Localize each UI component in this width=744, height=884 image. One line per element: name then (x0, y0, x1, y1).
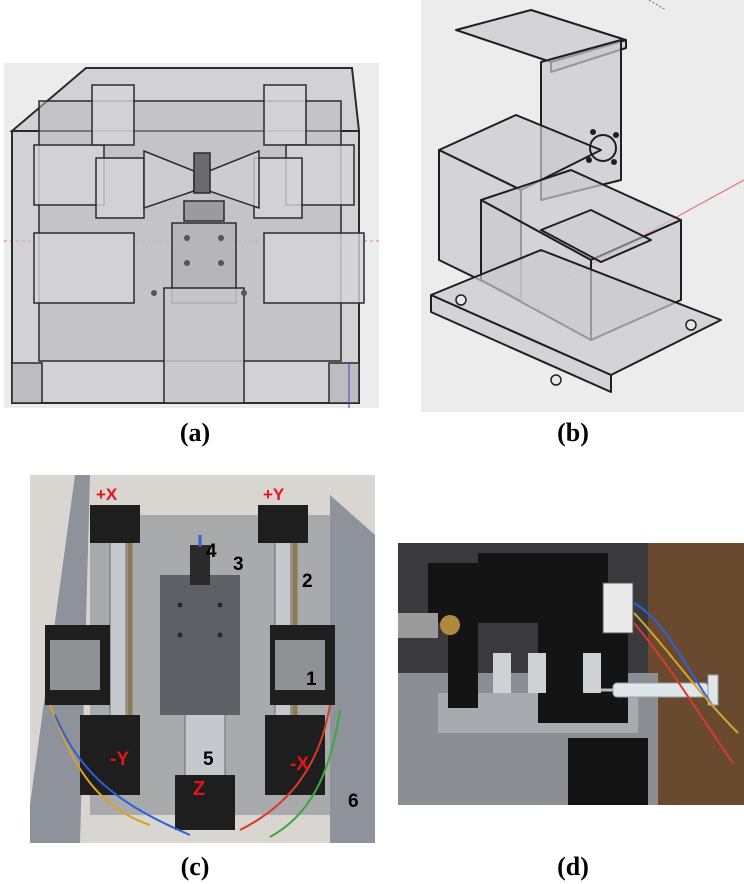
panel-c-printer-photo: +X +Y -Y -X Z 1 2 3 4 5 6 (30, 475, 375, 843)
panel-b-cad-isometric-view (421, 0, 744, 412)
label-minus-x: -X (290, 754, 309, 775)
cad-front-render (4, 63, 379, 408)
callout-5: 5 (203, 749, 214, 770)
label-minus-y: -Y (110, 749, 129, 770)
callout-6: 6 (348, 791, 359, 812)
label-plus-y: +Y (263, 485, 285, 504)
extruder-photo-render (398, 543, 744, 805)
syringe-icon (598, 674, 719, 706)
panel-b-caption: (b) (557, 418, 589, 447)
callout-2: 2 (302, 571, 313, 592)
label-plus-x: +X (96, 485, 118, 504)
panel-a-cad-front-view (4, 63, 379, 408)
panel-a-caption: (a) (179, 418, 211, 447)
panel-d-caption: (d) (557, 852, 589, 881)
printer-photo-render: +X +Y -Y -X Z 1 2 3 4 5 6 (30, 475, 375, 843)
callout-1: 1 (306, 669, 317, 690)
panel-d-extruder-photo (398, 543, 744, 805)
label-z: Z (193, 778, 205, 800)
callout-3: 3 (233, 554, 244, 575)
cad-isometric-render (421, 0, 744, 412)
panel-c-caption: (c) (180, 852, 210, 881)
callout-4: 4 (206, 541, 217, 562)
